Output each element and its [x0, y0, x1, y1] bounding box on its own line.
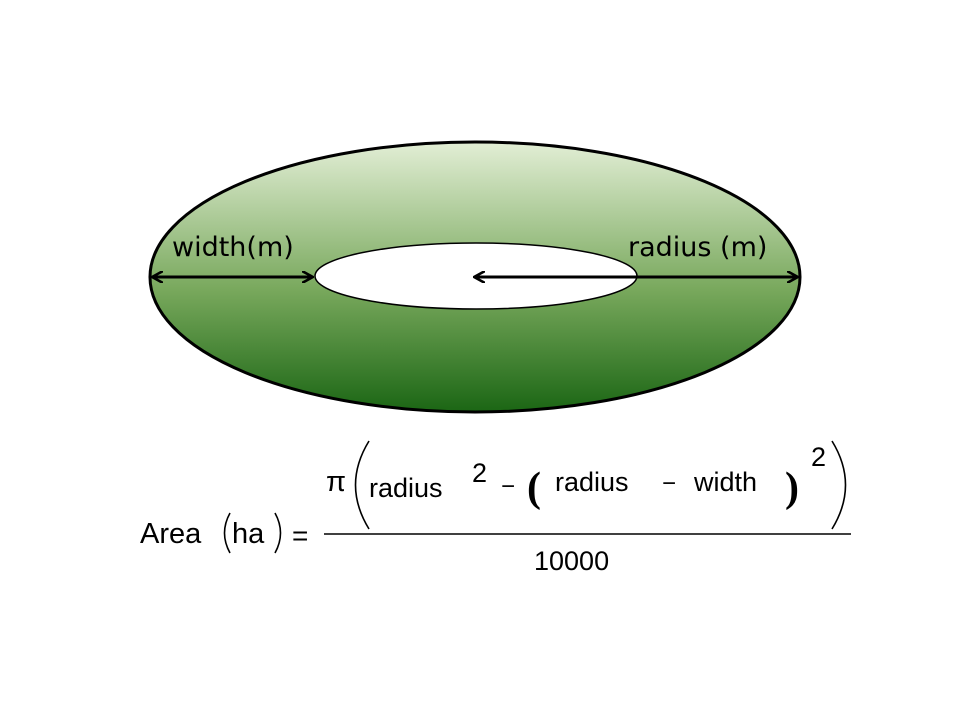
numerator-big-right-paren	[831, 440, 847, 530]
width-label: width(m)	[172, 232, 294, 263]
first-exponent: 2	[472, 458, 487, 488]
denominator: 10000	[534, 546, 609, 576]
inner-radius-term: radius	[555, 467, 629, 497]
first-radius-term: radius	[369, 473, 443, 503]
pi-symbol: π	[326, 466, 346, 498]
equals-sign: =	[292, 520, 308, 551]
lhs-right-paren	[274, 512, 282, 554]
lhs-unit-text: ha	[232, 518, 265, 550]
inner-width-term: width	[693, 467, 757, 497]
outer-exponent: 2	[811, 442, 826, 472]
numerator-big-left-paren	[354, 440, 370, 530]
lhs-area-text: Area	[140, 518, 202, 550]
lhs-left-paren	[223, 512, 231, 554]
first-minus-sign: −	[501, 473, 515, 500]
inner-left-paren: (	[527, 465, 541, 511]
inner-minus-sign: −	[662, 470, 676, 497]
radius-label: radius (m)	[628, 232, 767, 263]
inner-right-paren: )	[785, 465, 799, 511]
area-equation: Area ha = π radius 2 − ( radius − width …	[140, 440, 851, 576]
annulus-diagram: width(m) radius (m)	[148, 140, 802, 414]
